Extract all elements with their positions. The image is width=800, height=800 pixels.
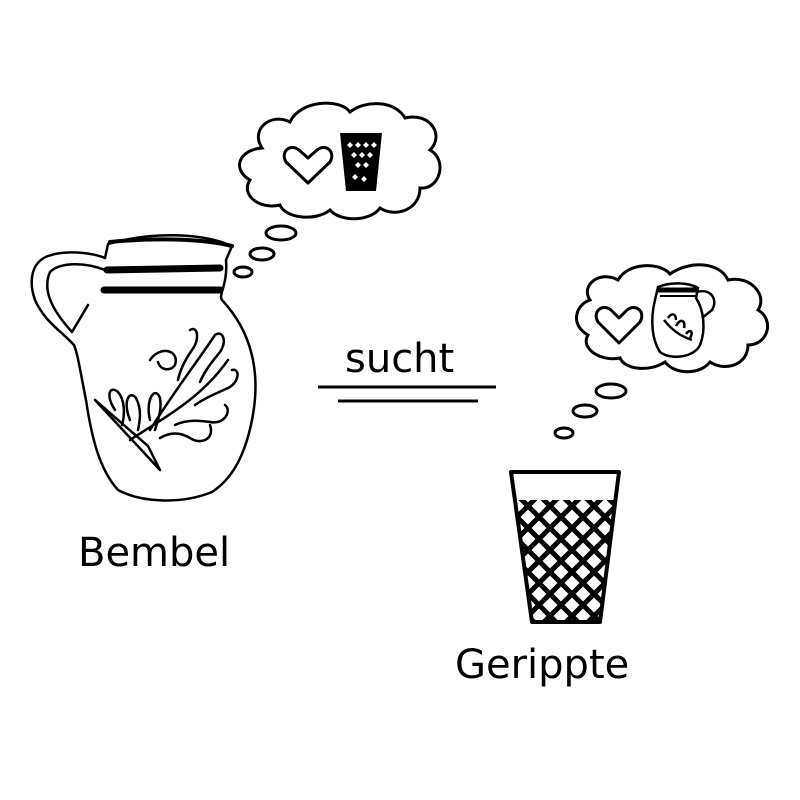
heart-icon <box>282 146 334 185</box>
subject-label: Bembel <box>78 530 231 576</box>
bembel-mini-icon <box>651 282 716 358</box>
object-label: Gerippte <box>455 642 630 688</box>
relation-underline <box>318 385 496 403</box>
verb-label: sucht <box>345 336 455 382</box>
thought-bubble-bembel <box>232 101 442 279</box>
heart-icon <box>594 306 644 345</box>
gerippte-glass-icon <box>340 133 382 191</box>
thought-bubble-gerippte <box>553 263 769 440</box>
bembel-jug-icon <box>30 234 257 502</box>
gerippte-glass-large-icon <box>509 470 621 624</box>
